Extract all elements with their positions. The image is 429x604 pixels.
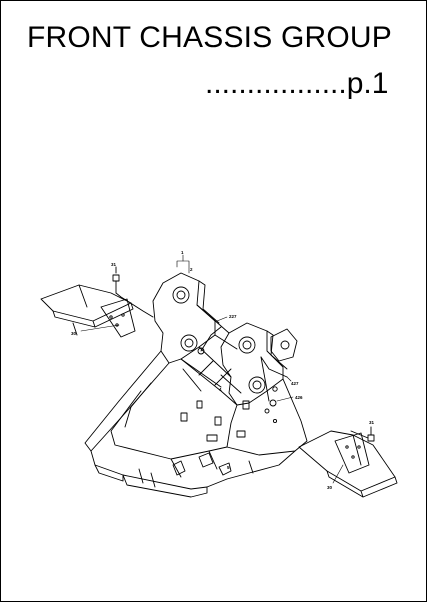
label-item-4: 4 [219, 387, 222, 392]
label-right-bolt: 31 [369, 420, 375, 425]
label-426: 426 [295, 395, 303, 400]
label-item-1: 1 [181, 251, 184, 255]
right-cover-plate [298, 430, 398, 498]
chassis-drawing-svg: 1 2 31 30 227 427 426 31 30 4 5 [40, 251, 398, 498]
page-title: FRONT CHASSIS GROUP [27, 21, 392, 54]
left-cover-plate [40, 284, 136, 338]
label-left-bolt: 31 [111, 262, 117, 267]
label-427: 427 [291, 381, 299, 386]
chassis-frame [84, 272, 308, 498]
label-item-2: 2 [190, 267, 193, 272]
mid-hardware [197, 326, 288, 407]
label-left-cover: 30 [71, 331, 77, 336]
part-labels: 1 2 31 30 227 427 426 31 30 4 5 [71, 251, 375, 490]
front-chassis-exploded-drawing: 1 2 31 30 227 427 426 31 30 4 5 [31, 251, 411, 501]
label-item-5: 5 [227, 465, 230, 470]
label-right-cover: 30 [327, 485, 333, 490]
label-227: 227 [229, 314, 237, 319]
left-bolt [112, 266, 154, 318]
right-bolt [350, 426, 375, 442]
leader-lines [80, 254, 344, 484]
page-reference: .................p.1 [205, 67, 389, 100]
